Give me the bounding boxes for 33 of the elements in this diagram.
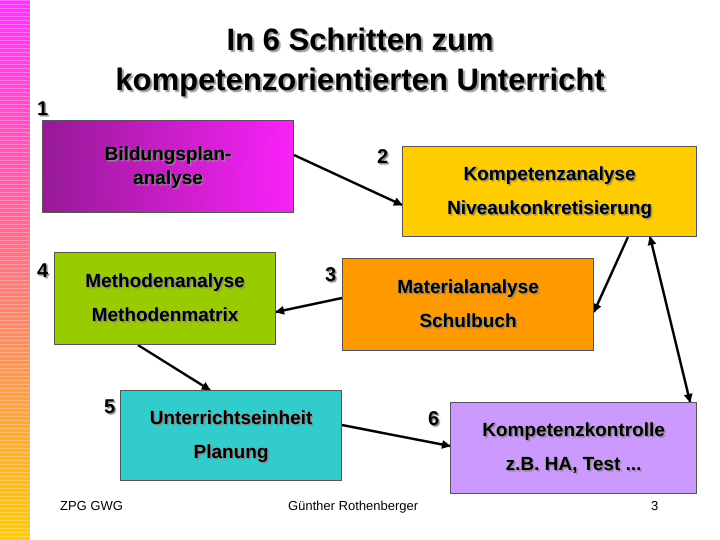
- arrow: [293, 154, 403, 206]
- step-box: [42, 120, 294, 213]
- step-text: Kompetenzkontrolle: [482, 419, 665, 443]
- step-text: Methodenmatrix: [92, 304, 238, 328]
- step-number: 6: [428, 408, 440, 431]
- step-text: Schulbuch: [419, 310, 517, 334]
- step-text: Unterrichtseinheit: [150, 406, 312, 430]
- footer-text: ZPG GWG: [60, 498, 123, 513]
- step-box: [120, 390, 342, 481]
- footer-text: 3: [651, 498, 658, 513]
- arrow: [275, 296, 342, 315]
- title: In 6 Schritten zum kompetenzorientierten Unterricht: [114, 21, 606, 99]
- step-text: Methodenanalyse: [85, 270, 245, 294]
- arrow: [592, 236, 630, 313]
- step-text: Planung: [194, 440, 268, 464]
- step-number: 5: [104, 396, 116, 419]
- step-number: 3: [325, 264, 336, 287]
- arrow: [137, 344, 211, 392]
- step-box: [54, 252, 276, 345]
- arrow: [342, 424, 451, 449]
- step-text: z.B. HA, Test ...: [506, 453, 642, 477]
- step-box: [342, 258, 594, 351]
- step-number: 4: [37, 260, 48, 283]
- step-number: 2: [377, 146, 388, 169]
- step-text: Bildungsplan- analyse: [104, 142, 232, 190]
- step-text: Materialanalyse: [397, 276, 539, 300]
- step-text: Niveaukonkretisierung: [447, 196, 652, 220]
- arrow: [648, 236, 693, 403]
- step-text: Kompetenzanalyse: [463, 162, 636, 186]
- step-number: 1: [37, 98, 48, 121]
- step-box: [402, 146, 697, 237]
- footer-text: Günther Rothenberger: [288, 498, 418, 513]
- step-box: [450, 402, 697, 494]
